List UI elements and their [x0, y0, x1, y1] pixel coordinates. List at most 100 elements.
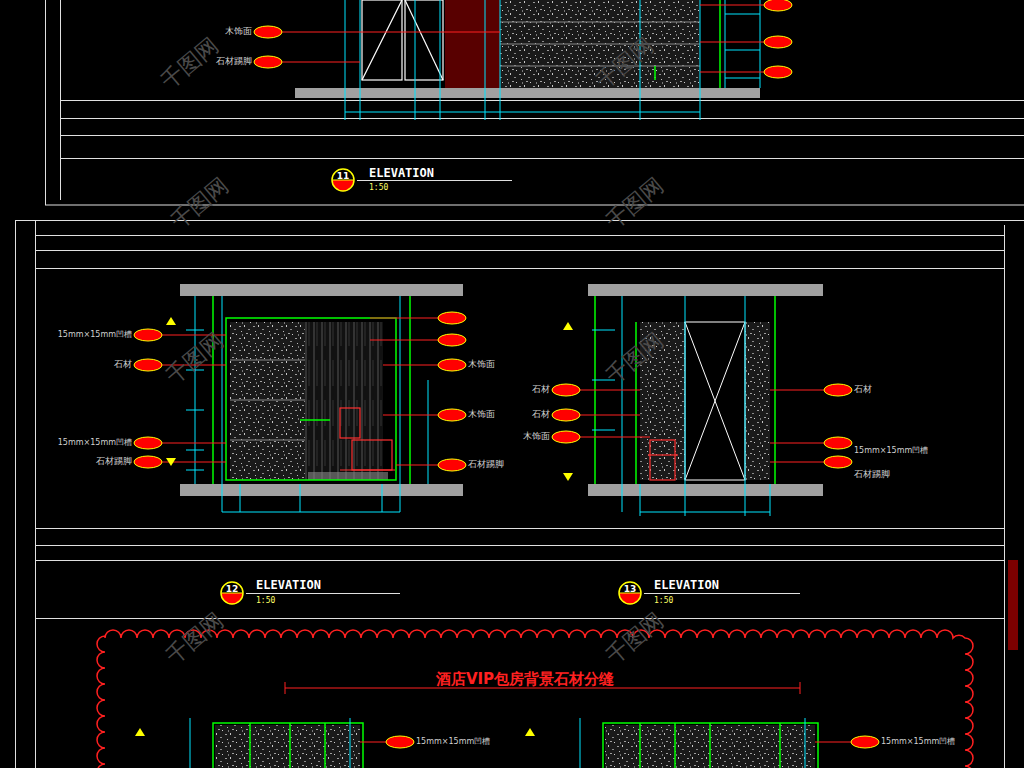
cad-line: [190, 718, 191, 768]
cad-rect: [226, 318, 396, 480]
cad-line: [35, 560, 1004, 561]
cad-ellipse: [134, 359, 162, 371]
cad-rect: [685, 322, 745, 480]
cad-line: [700, 5, 764, 6]
cad-line: [500, 0, 501, 120]
cad-rect: [588, 284, 823, 296]
cad-ellipse: [386, 736, 414, 748]
cad-rect: [180, 284, 463, 296]
cad-line: [360, 0, 361, 120]
elevation-callout: 12: [220, 581, 244, 605]
cad-rect: [295, 88, 760, 98]
callout-fill: [619, 593, 641, 604]
cad-g: [213, 723, 818, 768]
cad-line: [35, 618, 1004, 619]
cad-line: [360, 742, 386, 743]
cad-ellipse: [134, 456, 162, 468]
cad-g: [500, 22, 700, 66]
cad-line: [300, 484, 301, 512]
cad-g: [655, 0, 720, 88]
cad-line: [725, 78, 760, 79]
cad-line: [186, 450, 204, 451]
cad-g: [580, 390, 824, 462]
cad-line: [805, 718, 806, 768]
cad-line: [246, 593, 400, 594]
cad-rect: [745, 322, 770, 480]
cad-line: [640, 484, 641, 516]
cad-line: [370, 340, 438, 341]
cad-rect: [362, 0, 402, 80]
cad-line: [640, 512, 770, 513]
cad-line: [1004, 225, 1005, 768]
cad-ellipse: [552, 384, 580, 396]
material-note: 石材踢脚: [216, 57, 252, 67]
watermark: 千图网: [602, 608, 668, 669]
cad-g: [166, 317, 176, 466]
material-note: 15mm×15mm凹槽: [58, 439, 132, 448]
cad-line: [800, 682, 801, 694]
cad-line: [648, 454, 678, 455]
cloud-outline: [97, 630, 973, 768]
cad-ellipse: [438, 359, 466, 371]
cad-line: [725, 14, 760, 15]
callout-fill: [332, 180, 354, 191]
cad-path: [166, 317, 176, 325]
cad-line: [580, 390, 640, 391]
callout-fill: [221, 593, 243, 604]
cad-line: [815, 742, 851, 743]
cad-g: [345, 0, 760, 120]
cad-rect: [352, 440, 392, 470]
cad-rect: [213, 723, 363, 768]
cad-line: [340, 469, 395, 470]
cad-ellipse: [438, 312, 466, 324]
cad-line: [370, 318, 438, 319]
cad-line: [60, 100, 1024, 101]
cad-g: [135, 728, 535, 736]
material-note: 石材: [532, 410, 550, 420]
view-title: ELEVATION: [369, 167, 434, 180]
cad-line: [770, 390, 824, 391]
cad-line: [195, 296, 196, 484]
cad-rect: [230, 322, 305, 480]
cad-path: [135, 728, 145, 736]
cad-ellipse: [851, 736, 879, 748]
cad-line: [383, 365, 438, 366]
view-scale: 1:50: [256, 597, 275, 606]
cad-line: [222, 296, 223, 512]
cad-ellipse: [552, 409, 580, 421]
cad-line: [222, 512, 400, 513]
cad-ellipse: [134, 437, 162, 449]
cad-g: [246, 593, 800, 594]
cad-line: [162, 443, 226, 444]
elevation-callout: 11: [331, 168, 355, 192]
cad-line: [362, 0, 402, 80]
cad-ellipse: [764, 66, 792, 78]
cad-line: [186, 410, 204, 411]
cad-line: [383, 415, 438, 416]
cad-line: [400, 296, 401, 512]
revision-cloud: 酒店VIP包房背景石材分缝: [105, 630, 965, 768]
cad-ellipse: [764, 0, 792, 11]
cad-line: [725, 50, 760, 51]
cad-line: [700, 72, 764, 73]
cad-g: [230, 360, 305, 440]
material-note: 石材: [114, 360, 132, 370]
cad-line: [500, 66, 700, 67]
callout-circle: [221, 582, 243, 604]
cad-line: [324, 723, 326, 768]
cad-line: [35, 268, 1004, 269]
watermark: 千图网: [602, 173, 668, 234]
callout-circle: [332, 169, 354, 191]
cad-line: [282, 32, 500, 33]
cad-line: [580, 437, 650, 438]
cad-line: [580, 718, 581, 768]
cad-line: [428, 380, 429, 484]
cad-line: [249, 723, 251, 768]
cad-g: [190, 718, 805, 768]
cad-path: [563, 322, 573, 330]
cad-rect: [46, 0, 1024, 205]
cad-path: [166, 458, 176, 466]
cad-line: [745, 296, 746, 516]
watermark: 千图网: [157, 33, 223, 94]
cad-rect: [405, 0, 443, 80]
